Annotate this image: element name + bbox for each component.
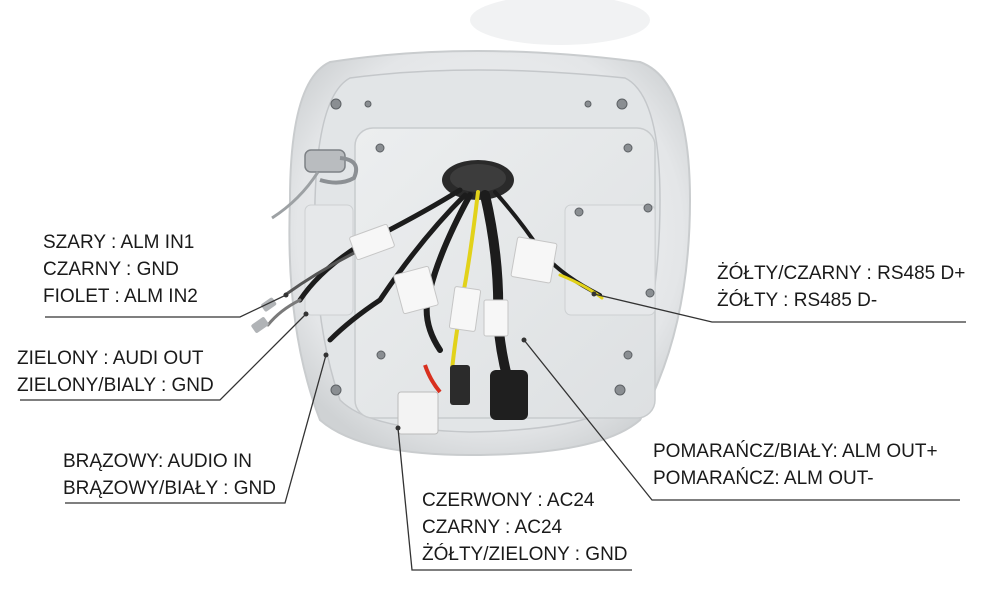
screw [375, 143, 385, 153]
label-tag [448, 286, 482, 332]
label-line: FIOLET : ALM IN2 [43, 286, 198, 307]
leader-dots [283, 291, 597, 431]
label-group-alarm-in: SZARY : ALM IN1 CZARNY : GND FIOLET : AL… [43, 229, 198, 310]
terminal-block [397, 391, 439, 435]
label-group-rs485: ŻÓŁTY/CZARNY : RS485 D+ ŻÓŁTY : RS485 D- [717, 260, 965, 314]
screws [330, 98, 655, 396]
wire-terminal [251, 317, 269, 333]
label-tag [483, 299, 509, 337]
leader-lines [20, 293, 966, 571]
label-line: BRĄZOWY: AUDIO IN [63, 451, 252, 472]
screw [574, 207, 584, 217]
label-line: POMARAŃCZ/BIAŁY: ALM OUT+ [653, 441, 938, 462]
screw [364, 100, 372, 108]
label-tag [510, 236, 558, 284]
label-line: ŻÓŁTY : RS485 D- [717, 290, 878, 311]
label-group-audio-in: BRĄZOWY: AUDIO IN BRĄZOWY/BIAŁY : GND [63, 448, 276, 502]
leader-line-group-3 [65, 354, 327, 504]
safety-clip [271, 149, 359, 220]
screw [376, 350, 386, 360]
leader-line-group-6 [593, 293, 966, 323]
label-group-alarm-out: POMARAŃCZ/BIAŁY: ALM OUT+ POMARAŃCZ: ALM… [653, 438, 938, 492]
connectors [251, 223, 558, 435]
screw [623, 143, 633, 153]
leader-line-group-4 [397, 427, 632, 571]
screw [584, 100, 592, 108]
background-shadow [470, 0, 650, 45]
rj45-connector [490, 370, 528, 420]
screw [614, 384, 626, 396]
screw [330, 384, 342, 396]
label-line: CZARNY : GND [43, 259, 179, 280]
label-group-power: CZERWONY : AC24 CZARNY : AC24 ŻÓŁTY/ZIEL… [422, 487, 628, 568]
label-line: ŻÓŁTY/CZARNY : RS485 D+ [717, 263, 966, 284]
label-tag [393, 265, 439, 315]
label-line: CZARNY : AC24 [422, 517, 563, 538]
power-connector [450, 365, 470, 405]
screw [623, 350, 633, 360]
screw [616, 98, 628, 110]
label-line: SZARY : ALM IN1 [43, 232, 195, 253]
label-line: ZIELONY/BIALY : GND [17, 375, 214, 396]
screw [330, 98, 342, 110]
label-line: ZIELONY : AUDI OUT [17, 348, 204, 369]
label-line: ŻÓŁTY/ZIELONY : GND [422, 544, 628, 565]
label-tag [349, 223, 395, 261]
wire-terminal [261, 297, 277, 312]
label-line: POMARAŃCZ: ALM OUT- [653, 468, 874, 489]
screw [645, 288, 655, 298]
leader-line-group-5 [523, 339, 960, 501]
label-line: CZERWONY : AC24 [422, 490, 595, 511]
screw [643, 203, 653, 213]
leader-line-group-2 [20, 313, 307, 401]
label-group-audio-out: ZIELONY : AUDI OUT ZIELONY/BIALY : GND [17, 345, 214, 399]
leader-line-group-1 [45, 294, 287, 318]
label-line: BRĄZOWY/BIAŁY : GND [63, 478, 276, 499]
